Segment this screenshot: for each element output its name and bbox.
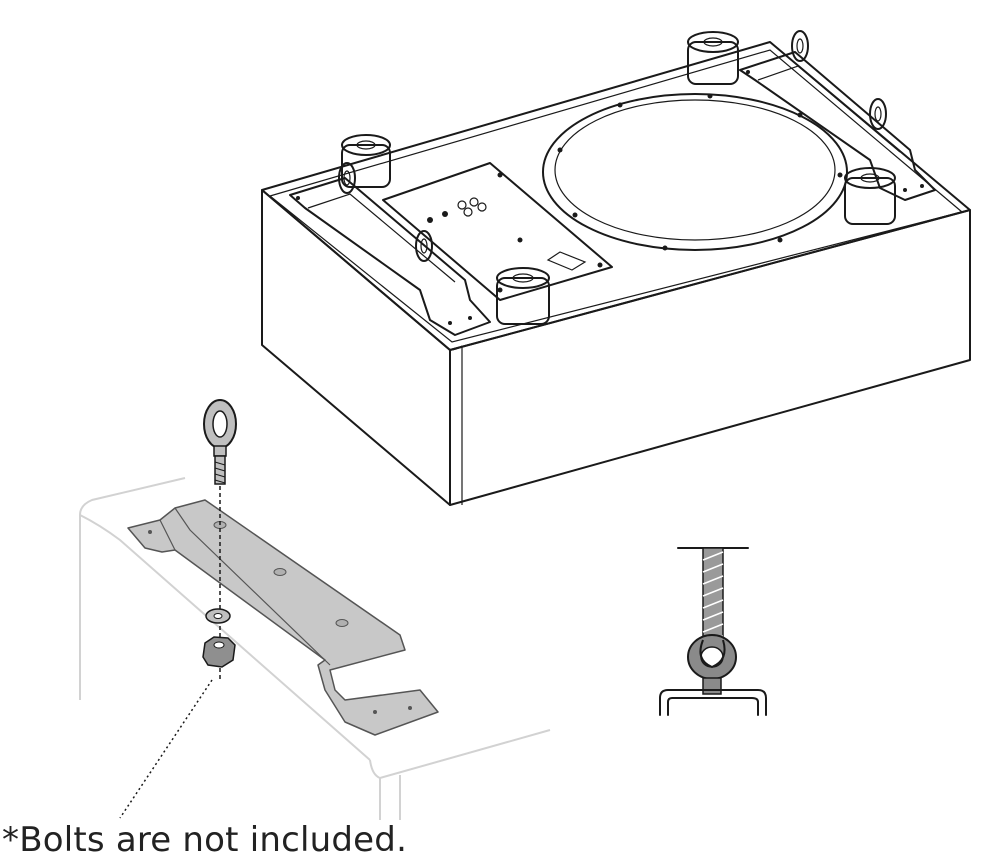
eye-bolt <box>203 399 237 485</box>
footnote-bolts-not-included: *Bolts are not included. <box>2 820 408 860</box>
hex-nut <box>202 636 236 668</box>
cabinet-bracket-right <box>739 30 936 201</box>
bracket-assembly-detail <box>79 399 551 820</box>
rigging-detail <box>659 547 767 716</box>
cabinet-feet <box>341 31 896 325</box>
connector-panel <box>382 162 613 301</box>
leader-line <box>119 679 213 819</box>
mounting-bracket <box>127 499 439 736</box>
speaker-cabinet <box>261 30 971 506</box>
washer <box>205 608 231 624</box>
cabinet-bracket-left <box>289 162 491 336</box>
driver-plate <box>542 93 848 251</box>
